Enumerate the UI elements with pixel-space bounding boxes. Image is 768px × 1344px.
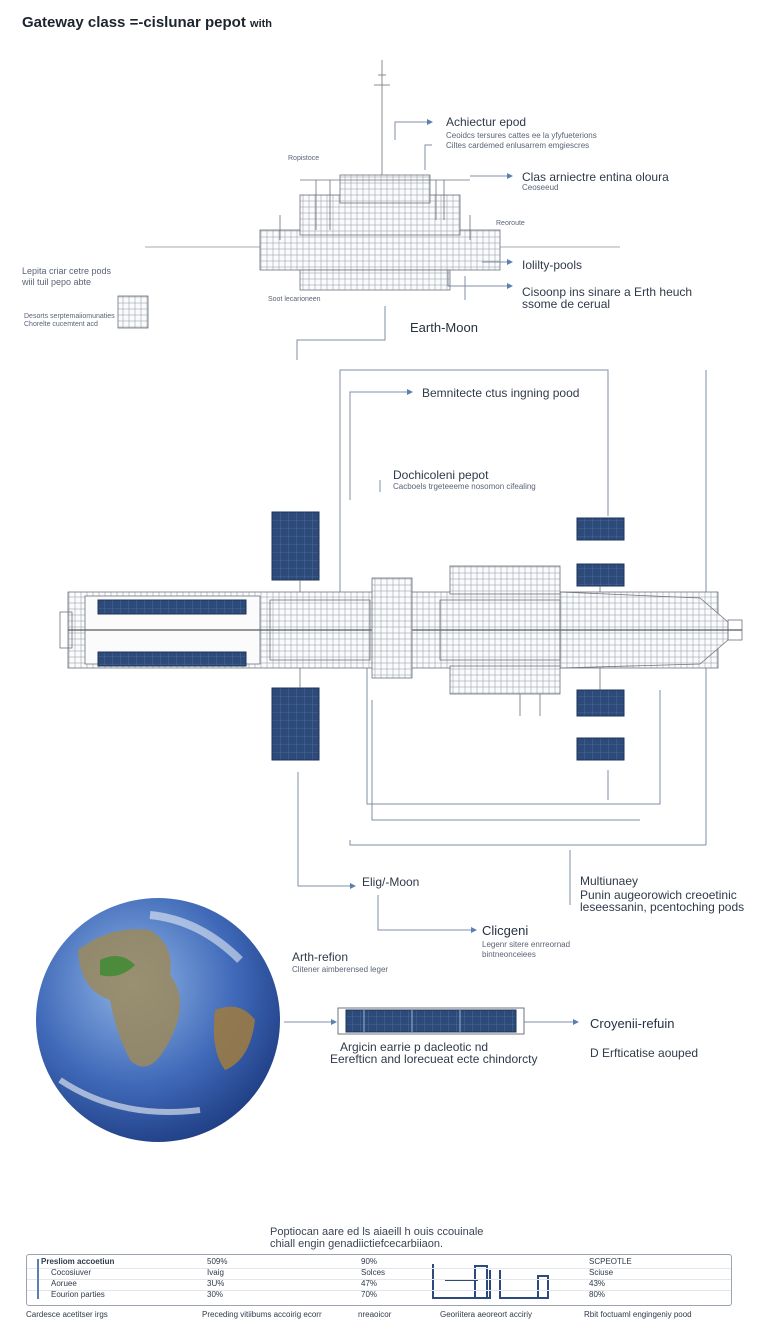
- upper-station: [117, 60, 620, 329]
- label-class-arch-sub: Ceoseeud: [522, 183, 559, 192]
- solar-panel-upper-left: [271, 511, 320, 581]
- label-elig-moon: Elig/-Moon: [362, 875, 420, 889]
- solar-panel-upper-right-a: [576, 517, 625, 541]
- label-multi-sub-1: Punin augeorowich creoetinic: [580, 888, 737, 902]
- label-cliogeni-sub-1: Legenr sitere enrreornad: [482, 940, 571, 949]
- label-earth-moon: Earth-Moon: [410, 320, 478, 335]
- label-class-arch: Clas arniectre entina oloura: [522, 170, 669, 184]
- label-cislunar: Cisoonp ins sinare a Erth heuch: [522, 285, 693, 299]
- table-cell-label: Cocosiuver: [51, 1268, 92, 1277]
- label-architecture-sub-2: Ciltes cardemed enlusarrem emgiescres: [446, 141, 590, 150]
- table-cell-v3: 80%: [589, 1290, 606, 1299]
- table-row-marker: [37, 1259, 39, 1299]
- solar-panel-lower-right-a: [576, 689, 625, 717]
- table-cell-v1: 3U%: [207, 1279, 225, 1288]
- solar-panel-lower-right-b: [576, 737, 625, 761]
- table-cell-v3: Sciuse: [589, 1268, 614, 1277]
- label-argin-1: Argicin earrie p dacleotic nd: [340, 1040, 489, 1054]
- table-row: Eourion parties 30% 70% 80%: [27, 1290, 731, 1301]
- table-cell-v1: Ivaig: [207, 1268, 224, 1277]
- footer-item-1: Cardesce acetitser irgs: [26, 1310, 108, 1319]
- note-line-2: chiall engin genadiictiefcecarbiiaon.: [270, 1238, 444, 1250]
- label-argin-2: Eerefticn and lorecueat ecte chindorcty: [330, 1052, 538, 1066]
- table-cell-label: Aoruee: [51, 1279, 77, 1288]
- table-note: Poptiocan aare ed ls aiaeill h ouis ccou…: [270, 1226, 483, 1250]
- table-row: Aoruee 3U% 47% 43%: [27, 1279, 731, 1291]
- table-cell-v1: 509%: [207, 1257, 228, 1266]
- label-small-right-top: Reoroute: [496, 220, 525, 227]
- table-row: Cocosiuver Ivaig Solces Sciuse: [27, 1268, 731, 1280]
- table-cell-v3: SCPEOTLE: [589, 1257, 632, 1266]
- table-cell-v2: Solces: [361, 1268, 386, 1277]
- solar-strip-bottom: [97, 651, 247, 667]
- title-suffix: with: [250, 18, 273, 30]
- table-cell-label: Presliom accoetiun: [41, 1257, 115, 1266]
- solar-panel-lower-left: [271, 687, 320, 761]
- footer-item-2: Preceding vitiibums accoirig ecorr: [202, 1310, 322, 1319]
- footer-item-4: Georiitera aeoreort acciriy: [440, 1310, 533, 1319]
- table-cell-v2: 90%: [361, 1257, 378, 1266]
- label-left-small-1: Desorts serptemaiiomunaties: [24, 313, 115, 320]
- label-level: Soot lecarioneen: [268, 296, 321, 303]
- refuel-module: [337, 1007, 525, 1035]
- table-cell-v2: 47%: [361, 1279, 378, 1288]
- label-dock-sub: Cacboels trgeteeeme nosomon cifealing: [393, 482, 536, 491]
- note-line-1: Poptiocan aare ed ls aiaeill h ouis ccou…: [270, 1226, 484, 1238]
- table-cell-v1: 30%: [207, 1290, 224, 1299]
- table-cell-label: Eourion parties: [51, 1290, 105, 1299]
- footer-item-3: nreaoicor: [358, 1310, 392, 1319]
- page-title: Gateway class =-cislunar pepot with: [22, 14, 272, 31]
- table-graphic: [432, 1264, 549, 1299]
- summary-table: Presliom accoetiun 509% 90% SCPEOTLE Coc…: [26, 1254, 732, 1306]
- label-left-info-2: wiil tuil pepo abte: [22, 277, 92, 287]
- title-text: Gateway class =-cislunar pepot: [22, 14, 246, 31]
- label-architecture: Achiectur epod: [446, 115, 527, 129]
- label-benefit: Bemnitecte ctus ingning pood: [422, 386, 580, 400]
- label-cliogeni-sub-2: bintneonceiees: [482, 950, 536, 959]
- solar-panel-upper-right-b: [576, 563, 625, 587]
- label-arth-refon: Arth-refion: [292, 950, 349, 964]
- label-left-info-1: Lepita criar cetre pods: [22, 266, 112, 276]
- label-cryo: Croyenii-refuin: [590, 1016, 675, 1031]
- label-architecture-sub-1: Ceoidcs tersures cattes ee la yfyfueteri…: [446, 131, 597, 140]
- label-cislunar-2: ssome de cerual: [522, 297, 611, 311]
- depot-truss: [59, 511, 743, 761]
- label-utility: Iolilty-pools: [522, 258, 583, 272]
- label-dock: Dochicoleni pepot: [393, 468, 489, 482]
- label-left-small-2: Chorelte cucemtent acd: [24, 321, 98, 328]
- label-arth-refon-sub: Clitener aimberensed leger: [292, 965, 389, 974]
- label-multi-sub-2: leseessanin, pcentoching pods: [580, 900, 745, 914]
- table-cell-v2: 70%: [361, 1290, 378, 1299]
- earth-globe: [36, 898, 280, 1142]
- label-cliogeni: Clicgeni: [482, 923, 529, 938]
- label-small-left-top: Ropistoce: [288, 155, 320, 162]
- label-d-note: D Erfticatise aouped: [590, 1046, 699, 1060]
- label-multi: Multiunaey: [580, 874, 639, 888]
- table-row: Presliom accoetiun 509% 90% SCPEOTLE: [27, 1257, 731, 1269]
- table-cell-v3: 43%: [589, 1279, 606, 1288]
- solar-strip-top: [97, 599, 247, 615]
- footer-item-5: Rbit foctuaml engingeniy pood: [584, 1310, 692, 1319]
